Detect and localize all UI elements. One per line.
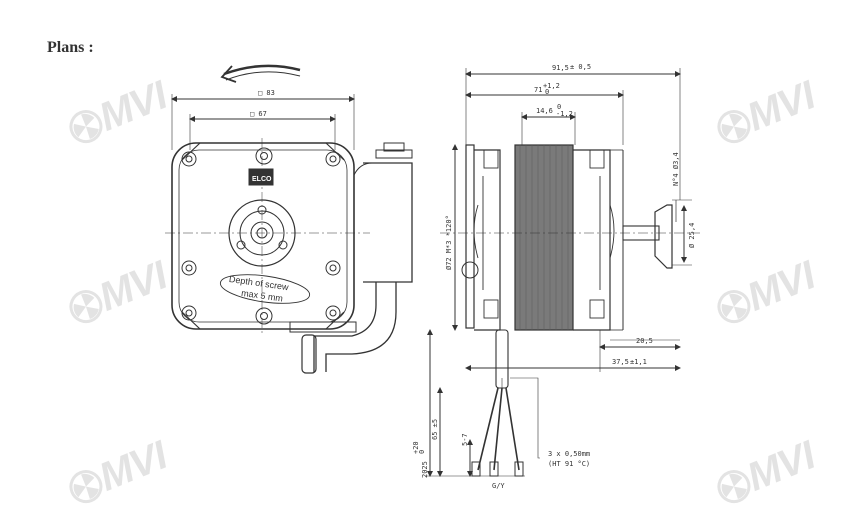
dim-strip-length: 5-7 <box>461 433 469 446</box>
dim-14-6: 14,6 <box>536 107 553 115</box>
dim-37-5-tol: ±1,1 <box>630 358 647 366</box>
dim-inner-square: □ 67 <box>250 110 267 118</box>
front-view <box>165 64 413 374</box>
dim-71-tol-top: +1,2 <box>543 82 560 90</box>
page-heading: Plans : <box>47 39 94 56</box>
dim-shaft-diameter: Ø 25,4 <box>688 223 696 248</box>
dim-71-tol-bot: 0 <box>545 88 549 96</box>
dim-37-5: 37,5 <box>612 358 629 366</box>
wire-colors: G/Y <box>492 482 505 490</box>
fan-logo-icon <box>69 469 103 503</box>
dim-71: 71 <box>534 86 542 94</box>
fan-logo-icon <box>69 289 103 323</box>
dim-2025: 2025 <box>421 461 429 478</box>
fan-logo-icon <box>717 109 751 143</box>
dim-2025-tol-top: +20 <box>412 441 420 454</box>
watermark: MVI <box>710 253 822 333</box>
dim-2025-tol-bot: 0 <box>418 450 426 454</box>
dim-bolt-circle: Ø72 M*3 *120° <box>445 215 453 270</box>
watermark: MVI <box>62 253 174 333</box>
dim-hole: N°4 Ø3,4 <box>672 152 680 186</box>
dim-total-length: 91,5 <box>552 64 569 72</box>
dim-14-tol-bot: -1,2 <box>556 110 573 118</box>
fan-logo-icon <box>69 109 103 143</box>
fan-logo-icon <box>717 469 751 503</box>
dim-total-tolerance: ± 0,5 <box>570 63 591 71</box>
wire-spec-1: 3 x 0,50mm <box>548 450 590 458</box>
wire-spec-2: (HT 91 °C) <box>548 460 590 468</box>
brand-logo: ELCO <box>252 176 272 183</box>
dim-outer-square: □ 83 <box>258 89 275 97</box>
watermark: MVI <box>710 73 822 153</box>
side-view <box>425 68 700 477</box>
rotation-arrow-icon <box>220 64 301 83</box>
watermark: MVI <box>710 433 822 513</box>
fan-logo-icon <box>717 289 751 323</box>
dim-14-tol-top: 0 <box>557 103 561 111</box>
dim-65: 65 ±5 <box>431 419 439 440</box>
watermark: MVI <box>62 73 174 153</box>
watermark: MVI <box>62 433 174 513</box>
dim-20-5: 20,5 <box>636 337 653 345</box>
